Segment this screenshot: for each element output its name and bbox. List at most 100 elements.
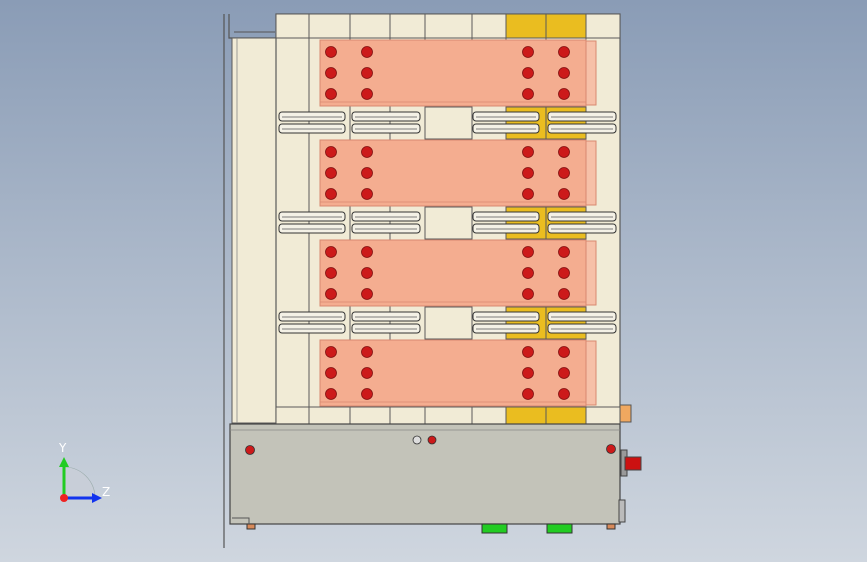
bolt-3-1-1 <box>325 246 337 258</box>
clip-1-0-1 <box>278 223 346 234</box>
green-tab-1 <box>481 523 508 534</box>
bolt-2-3-1 <box>522 146 534 158</box>
busbar-end-2 <box>585 140 597 206</box>
clip-0-0-1 <box>278 123 346 134</box>
bolt-2-1-1 <box>325 146 337 158</box>
axis-y-label: Y <box>59 441 67 455</box>
gap-center-block-0 <box>424 106 473 140</box>
bolt-1-3-1 <box>522 46 534 58</box>
clip-2-0-0 <box>278 311 346 322</box>
bolt-4-4-1 <box>558 346 570 358</box>
base-led-1 <box>412 435 422 445</box>
yellow-bottom-0 <box>505 406 547 425</box>
bolt-1-4-2 <box>558 67 570 79</box>
clip-1-2-1 <box>472 223 540 234</box>
clip-0-3-0 <box>547 111 617 122</box>
bolt-3-3-3 <box>522 288 534 300</box>
base-plate <box>229 404 642 534</box>
clip-1-1-0 <box>351 211 421 222</box>
bolt-2-4-3 <box>558 188 570 200</box>
yellow-top-0 <box>505 13 547 39</box>
clip-1-0-0 <box>278 211 346 222</box>
axis-z-label: Z <box>102 485 111 499</box>
busbar-end-3 <box>585 240 597 306</box>
bolt-2-2-1 <box>361 146 373 158</box>
bolt-1-2-2 <box>361 67 373 79</box>
x-axis-dot <box>60 494 68 502</box>
left-bracket-bottom <box>232 517 250 524</box>
yellow-top-1 <box>545 13 587 39</box>
bolt-1-2-1 <box>361 46 373 58</box>
clip-1-1-1 <box>351 223 421 234</box>
clip-2-3-1 <box>547 323 617 334</box>
left-bracket-top <box>228 14 276 39</box>
clip-1-2-0 <box>472 211 540 222</box>
bolt-4-4-2 <box>558 367 570 379</box>
base-screw-left <box>245 445 255 455</box>
bolt-4-3-3 <box>522 388 534 400</box>
clip-2-0-1 <box>278 323 346 334</box>
clip-2-2-0 <box>472 311 540 322</box>
bolt-2-2-2 <box>361 167 373 179</box>
base-screw-right <box>606 444 616 454</box>
bolt-3-4-2 <box>558 267 570 279</box>
bolt-3-1-3 <box>325 288 337 300</box>
gap-center-block-2 <box>424 306 473 340</box>
bolt-4-1-1 <box>325 346 337 358</box>
bolt-2-1-3 <box>325 188 337 200</box>
bolt-1-3-2 <box>522 67 534 79</box>
bolt-1-4-3 <box>558 88 570 100</box>
clip-0-1-0 <box>351 111 421 122</box>
gap-center-block-1 <box>424 206 473 240</box>
bolt-4-1-3 <box>325 388 337 400</box>
busbar-2 <box>319 139 587 207</box>
clip-0-0-0 <box>278 111 346 122</box>
bolt-1-3-3 <box>522 88 534 100</box>
red-connector <box>624 456 642 471</box>
bolt-4-2-2 <box>361 367 373 379</box>
clip-0-1-1 <box>351 123 421 134</box>
bolt-1-2-3 <box>361 88 373 100</box>
yellow-bottom-1 <box>545 406 587 425</box>
bolt-3-3-1 <box>522 246 534 258</box>
clip-0-2-0 <box>472 111 540 122</box>
orange-tab <box>619 404 632 423</box>
clip-0-2-1 <box>472 123 540 134</box>
busbar-3 <box>319 239 587 307</box>
busbar-stack <box>319 39 597 407</box>
bolt-3-3-2 <box>522 267 534 279</box>
bolt-3-4-1 <box>558 246 570 258</box>
busbar-end-4 <box>585 340 597 406</box>
coordinate-triad <box>59 457 102 503</box>
bolt-1-1-1 <box>325 46 337 58</box>
bolt-4-3-2 <box>522 367 534 379</box>
green-tab-2 <box>546 523 573 534</box>
bolt-2-4-1 <box>558 146 570 158</box>
triad-quadrant <box>63 466 96 499</box>
bolt-4-3-1 <box>522 346 534 358</box>
clip-1-3-1 <box>547 223 617 234</box>
z-axis-arrowhead <box>92 493 102 503</box>
bolt-3-2-2 <box>361 267 373 279</box>
busbar-4 <box>319 339 587 407</box>
bolt-2-4-2 <box>558 167 570 179</box>
busbar-end-1 <box>585 40 597 106</box>
bolt-4-2-1 <box>361 346 373 358</box>
bolt-4-2-3 <box>361 388 373 400</box>
bolt-2-2-3 <box>361 188 373 200</box>
clip-2-1-0 <box>351 311 421 322</box>
y-axis-arrowhead <box>59 457 69 467</box>
bolt-3-2-1 <box>361 246 373 258</box>
bolt-2-1-2 <box>325 167 337 179</box>
right-foot-block <box>618 499 626 523</box>
bolt-1-1-2 <box>325 67 337 79</box>
bottom-pin-right <box>606 523 616 530</box>
base-plate-body <box>229 423 621 525</box>
clip-2-1-1 <box>351 323 421 334</box>
bolt-2-3-3 <box>522 188 534 200</box>
terminal-clips <box>278 106 617 340</box>
bolt-3-1-2 <box>325 267 337 279</box>
bolt-2-3-2 <box>522 167 534 179</box>
